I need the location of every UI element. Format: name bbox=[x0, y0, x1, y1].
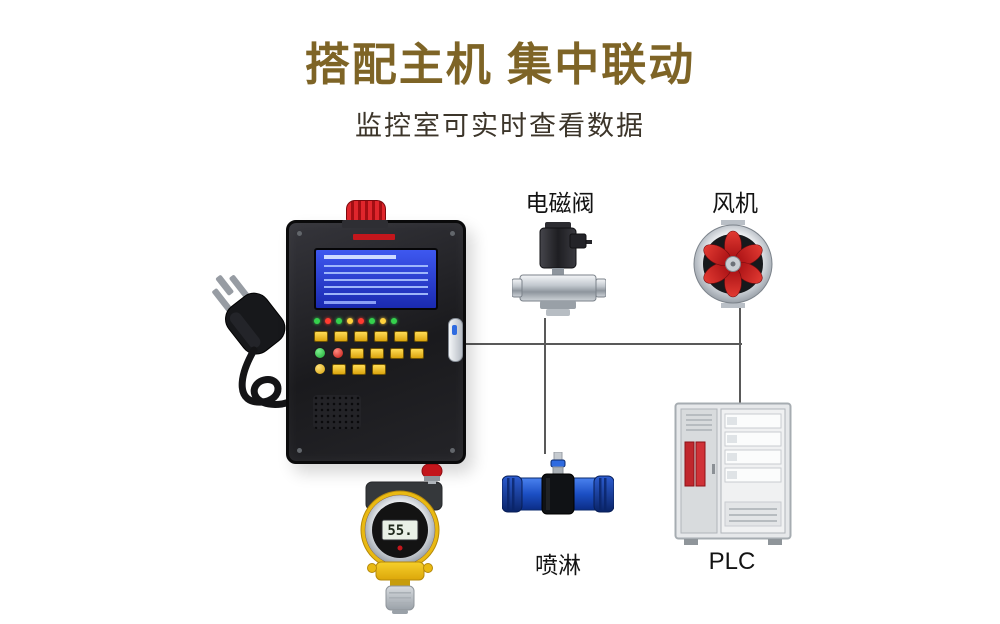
solenoid-valve bbox=[512, 222, 606, 316]
led-green bbox=[391, 318, 397, 324]
panel-button[interactable] bbox=[370, 347, 384, 359]
alarm-beacon-base bbox=[342, 220, 388, 228]
led-green bbox=[314, 318, 320, 324]
fan-blades bbox=[703, 230, 763, 298]
panel-button[interactable] bbox=[354, 331, 368, 342]
controller-button-row bbox=[314, 363, 386, 375]
spray-body bbox=[502, 473, 614, 515]
fan-hub-center bbox=[730, 261, 736, 267]
fan-flange-top bbox=[721, 220, 745, 225]
panel-button-yellow[interactable] bbox=[314, 363, 326, 375]
detector-mini-beacon bbox=[421, 464, 443, 484]
label-plc: PLC bbox=[708, 548, 756, 575]
panel-button-red[interactable] bbox=[332, 347, 344, 359]
label-fan: 风机 bbox=[712, 190, 758, 216]
plc-foot bbox=[768, 539, 782, 545]
cabinet-screw bbox=[297, 231, 302, 236]
connector-main-bus bbox=[458, 343, 742, 345]
connector-fan-plc bbox=[739, 306, 741, 404]
exhaust-fan bbox=[693, 220, 773, 308]
controller-button-row bbox=[314, 331, 428, 342]
led-yellow bbox=[347, 318, 353, 324]
label-spray: 喷淋 bbox=[535, 552, 581, 578]
panel-button[interactable] bbox=[334, 331, 348, 342]
panel-button[interactable] bbox=[352, 363, 366, 375]
controller-screen-statusbar bbox=[324, 301, 376, 304]
speaker-grille bbox=[313, 395, 361, 429]
panel-button[interactable] bbox=[372, 363, 386, 375]
connector-valve-spray bbox=[544, 318, 546, 454]
spray-top-connector bbox=[550, 452, 566, 479]
plug-prongs bbox=[212, 275, 250, 312]
detector-lcd-value: 55. bbox=[387, 523, 412, 539]
panel-button[interactable] bbox=[374, 331, 388, 342]
plug-body bbox=[225, 292, 286, 355]
panel-button[interactable] bbox=[410, 347, 424, 359]
panel-button[interactable] bbox=[314, 331, 328, 342]
led-green bbox=[336, 318, 342, 324]
handle-lock-dot bbox=[452, 325, 457, 335]
plc-interior bbox=[720, 408, 786, 534]
controller-lcd-screen bbox=[314, 248, 438, 310]
controller-screen-titlebar bbox=[324, 255, 396, 259]
controller-button-row bbox=[314, 347, 424, 359]
page-title: 搭配主机 集中联动 bbox=[304, 39, 696, 90]
detector-status-led bbox=[397, 545, 403, 551]
controller-brand-mark bbox=[353, 234, 395, 240]
panel-button-green[interactable] bbox=[314, 347, 326, 359]
valve-coil bbox=[539, 222, 587, 269]
detector-body bbox=[367, 561, 433, 586]
controller-screen-datarows bbox=[324, 265, 428, 295]
plc-foot bbox=[684, 539, 698, 545]
alarm-beacon bbox=[342, 200, 388, 228]
plc-left-door bbox=[680, 408, 718, 534]
detector-lcd bbox=[381, 519, 419, 541]
panel-button[interactable] bbox=[390, 347, 404, 359]
panel-button[interactable] bbox=[332, 363, 346, 375]
led-yellow bbox=[380, 318, 386, 324]
led-green bbox=[369, 318, 375, 324]
detector-sensor-mesh bbox=[385, 585, 415, 614]
label-solenoid-valve: 电磁阀 bbox=[525, 190, 595, 216]
panel-button[interactable] bbox=[394, 331, 408, 342]
panel-button[interactable] bbox=[414, 331, 428, 342]
plc-cabinet bbox=[674, 402, 792, 545]
led-red bbox=[325, 318, 331, 324]
gas-detector: 55. bbox=[360, 464, 443, 614]
page-subtitle: 监控室可实时查看数据 bbox=[355, 111, 645, 141]
spray-fitting bbox=[502, 452, 614, 515]
panel-button[interactable] bbox=[350, 347, 364, 359]
controller-indicator-leds bbox=[314, 318, 397, 324]
cabinet-screw bbox=[450, 231, 455, 236]
cabinet-door-handle[interactable] bbox=[448, 318, 463, 362]
fan-flange-bottom bbox=[721, 303, 745, 308]
valve-body bbox=[512, 268, 606, 316]
cabinet-screw bbox=[297, 448, 302, 453]
cabinet-screw bbox=[450, 448, 455, 453]
alarm-controller-cabinet bbox=[286, 220, 466, 464]
led-red bbox=[358, 318, 364, 324]
alarm-beacon-dome bbox=[346, 200, 386, 222]
